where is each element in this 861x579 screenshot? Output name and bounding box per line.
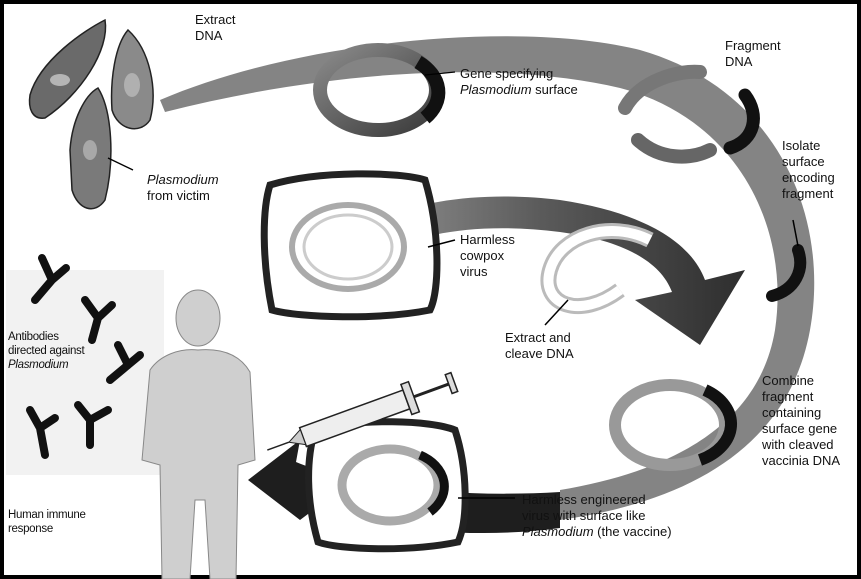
label-antibodies: Antibodies directed against Plasmodium — [8, 330, 84, 372]
label-gene-specifying: Gene specifying Plasmodium surface — [460, 66, 578, 98]
label-plasmodium-victim: Plasmodium from victim — [147, 172, 219, 204]
cowpox-virus — [264, 174, 455, 317]
label-engineered-virus: Harmless engineered virus with surface l… — [522, 492, 672, 540]
